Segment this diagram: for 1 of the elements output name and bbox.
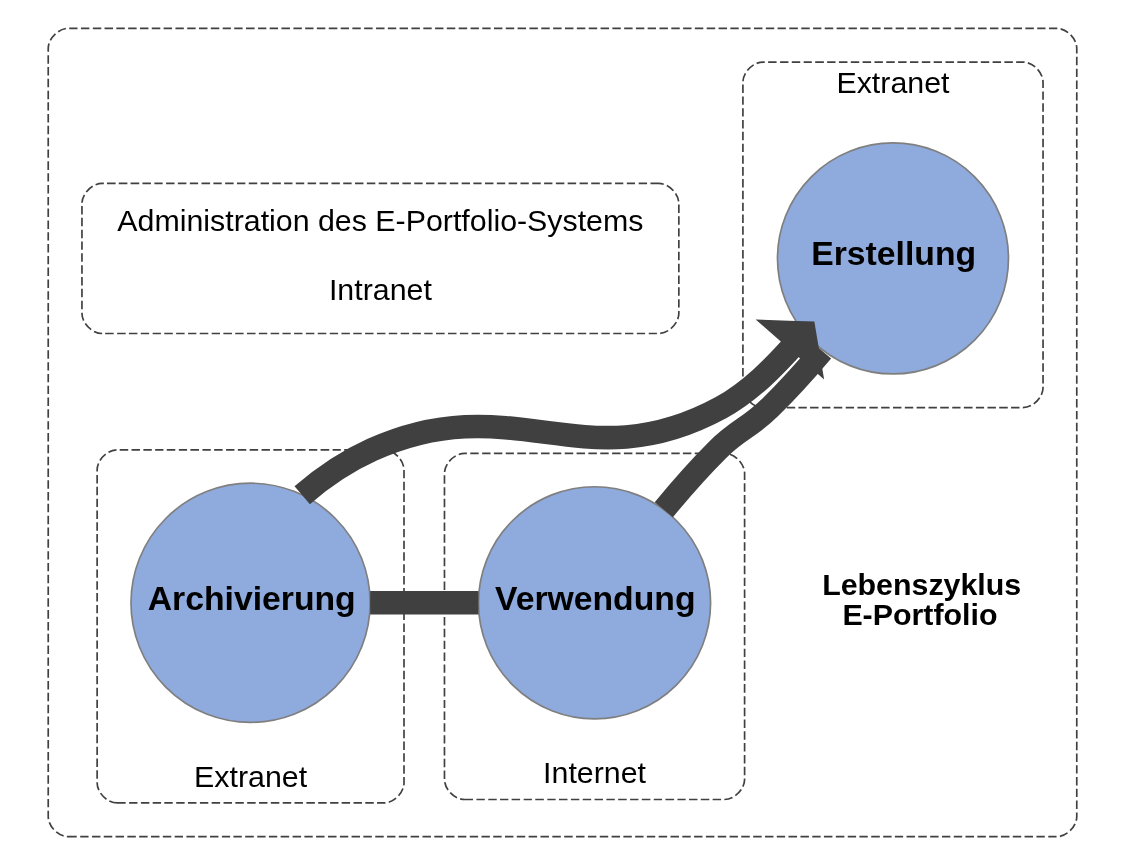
label: Lebenszyklus E-Portfolio [821, 568, 1021, 632]
